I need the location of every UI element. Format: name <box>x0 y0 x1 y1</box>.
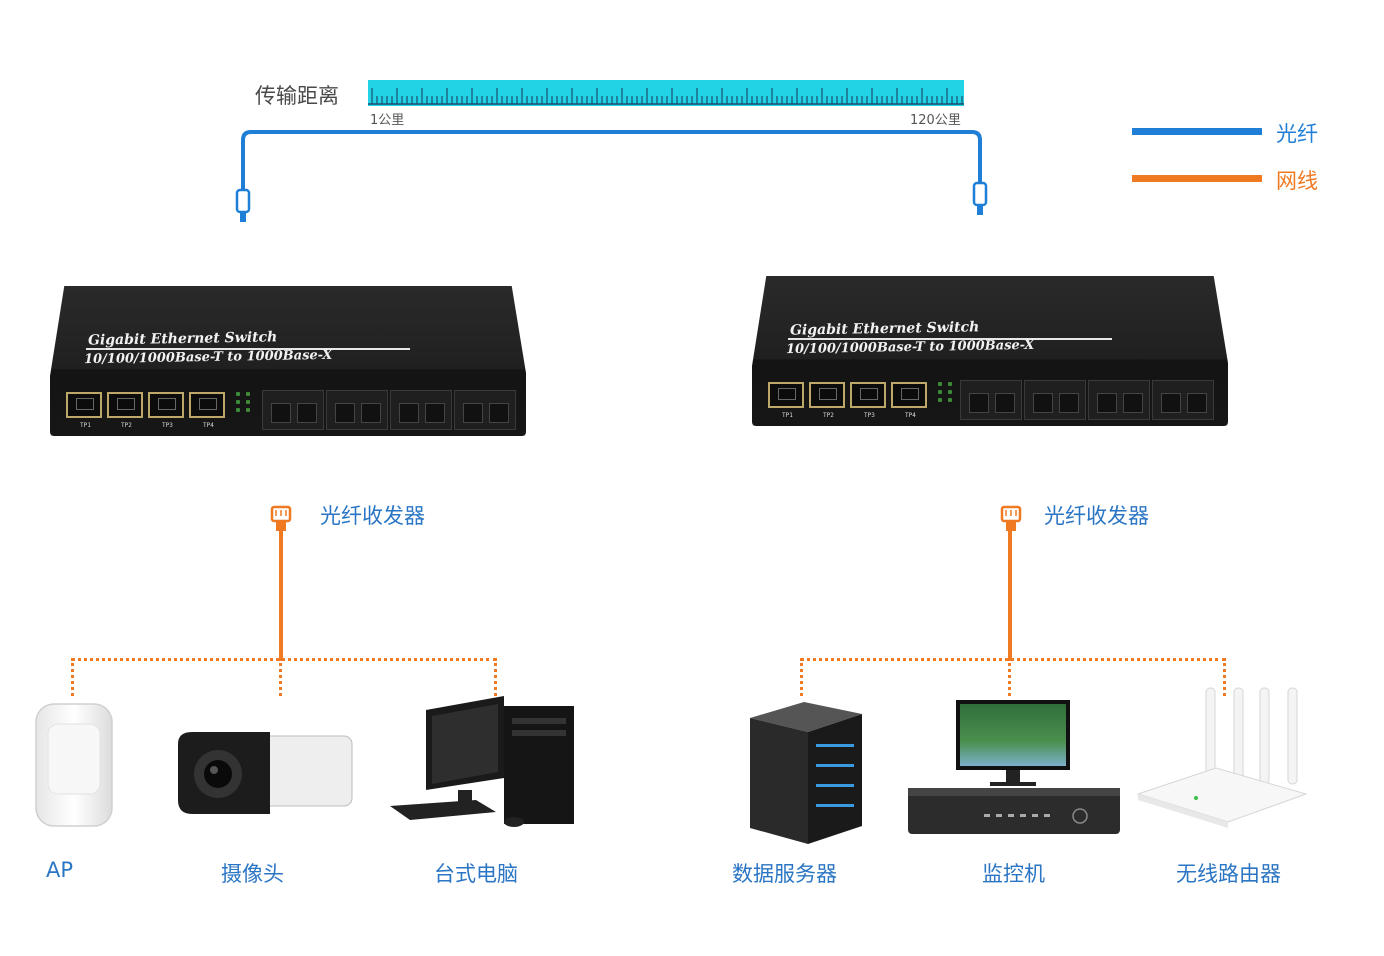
left-cable-bus <box>71 658 497 661</box>
status-led <box>948 382 952 386</box>
device-label-server: 数据服务器 <box>732 862 837 886</box>
status-led <box>236 392 240 396</box>
rj45-port <box>189 392 225 418</box>
switch-underline <box>788 338 1112 340</box>
distance-end-label: 120公里 <box>910 113 961 128</box>
port-label: TP1 <box>80 422 91 429</box>
device-label-monitor: 监控机 <box>982 862 1045 886</box>
status-led <box>236 408 240 412</box>
sfp-port <box>262 390 324 430</box>
port-label: TP3 <box>162 422 173 429</box>
fiber-connector-icon <box>972 181 988 215</box>
ruler-ticks <box>368 88 964 105</box>
rj45-port <box>809 382 845 408</box>
legend-fiber-label: 光纤 <box>1276 122 1318 146</box>
fiber-line <box>241 130 982 195</box>
port-label: TP3 <box>864 412 875 419</box>
right-cable-drop <box>1223 658 1226 696</box>
device-label-router: 无线路由器 <box>1176 862 1281 886</box>
right-cable-bus <box>800 658 1226 661</box>
right-cable-trunk <box>1008 530 1012 658</box>
status-led <box>948 390 952 394</box>
fiber-connector-icon <box>235 188 251 222</box>
port-label: TP2 <box>823 412 834 419</box>
rj45-port <box>768 382 804 408</box>
switch-title: Gigabit Ethernet Switch <box>87 329 278 349</box>
status-led <box>938 382 942 386</box>
distance-title: 传输距离 <box>255 84 339 108</box>
status-led <box>236 400 240 404</box>
sfp-port <box>326 390 388 430</box>
right-transceiver-label: 光纤收发器 <box>1044 504 1149 528</box>
legend-cable-label: 网线 <box>1276 169 1318 193</box>
rj45-port <box>148 392 184 418</box>
rj45-port <box>66 392 102 418</box>
port-label: TP2 <box>121 422 132 429</box>
port-label: TP4 <box>203 422 214 429</box>
server-icon <box>750 702 862 844</box>
status-led <box>938 390 942 394</box>
fiber-link <box>235 130 988 222</box>
port-label: TP4 <box>905 412 916 419</box>
wireless-router-icon <box>1136 687 1308 828</box>
left-cable-drop <box>494 658 497 696</box>
right-fiber-switch: Gigabit Ethernet Switch 10/100/1000Base-… <box>752 276 1232 426</box>
rj45-plug-icon <box>1000 505 1022 531</box>
legend-fiber-swatch <box>1132 128 1262 135</box>
legend-cable-swatch <box>1132 175 1262 182</box>
status-led <box>246 408 250 412</box>
status-led <box>938 398 942 402</box>
rj45-port <box>850 382 886 408</box>
right-cable-drop <box>1008 658 1011 696</box>
left-cable-drop <box>71 658 74 696</box>
port-label: TP1 <box>782 412 793 419</box>
switch-title: Gigabit Ethernet Switch <box>789 319 980 339</box>
device-label-camera: 摄像头 <box>221 862 284 886</box>
sfp-port <box>454 390 516 430</box>
rj45-port <box>107 392 143 418</box>
device-label-desktop: 台式电脑 <box>434 862 518 886</box>
device-label-ap: AP <box>46 858 74 882</box>
monitoring-host-icon <box>908 700 1120 834</box>
sfp-port <box>960 380 1022 420</box>
sfp-port <box>1024 380 1086 420</box>
desktop-computer-icon <box>390 696 574 827</box>
left-fiber-switch: Gigabit Ethernet Switch 10/100/1000Base-… <box>50 286 530 436</box>
status-led <box>246 400 250 404</box>
rj45-port <box>891 382 927 408</box>
left-cable-drop <box>279 658 282 696</box>
status-led <box>948 398 952 402</box>
distance-ruler <box>368 80 964 106</box>
left-cable-trunk <box>279 530 283 658</box>
sfp-port <box>1152 380 1214 420</box>
rj45-plug-icon <box>270 505 292 531</box>
sfp-port <box>1088 380 1150 420</box>
access-point-icon <box>35 703 113 827</box>
left-transceiver-label: 光纤收发器 <box>320 504 425 528</box>
distance-start-label: 1公里 <box>370 113 405 128</box>
sfp-port <box>390 390 452 430</box>
status-led <box>246 392 250 396</box>
camera-icon <box>178 732 353 814</box>
switch-underline <box>86 348 410 350</box>
right-cable-drop <box>800 658 803 696</box>
